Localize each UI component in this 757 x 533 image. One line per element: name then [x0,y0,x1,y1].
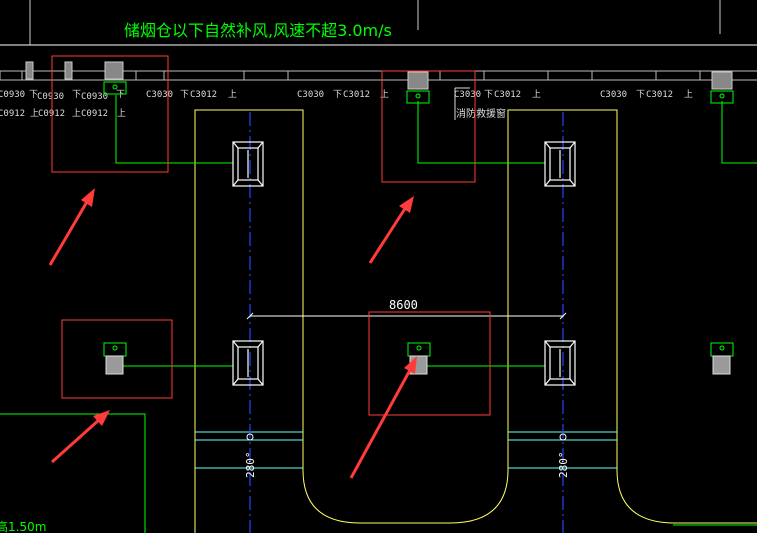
svg-text:上: 上 [380,89,389,100]
dimension-value: 8600 [389,298,418,312]
svg-text:下: 下 [333,90,342,100]
axis-angle-label: 280° [557,452,570,479]
red-arrow-icon [50,410,110,464]
cyan-strips [195,431,617,469]
highlight-box [368,311,491,416]
column [25,61,34,80]
air-vent-icon [710,342,734,375]
svg-text:下: 下 [116,90,125,100]
axis-marker [559,433,567,441]
rescue-window-label: 消防救援窗 [456,107,506,120]
svg-text:下: 下 [29,90,38,100]
air-vent-icon [406,90,430,104]
height-label: 高1.50m [0,519,46,533]
highlight-box [61,319,173,399]
svg-text:下: 下 [72,90,81,100]
air-vent-icon [103,342,127,375]
svg-text:C3012: C3012 [494,90,521,100]
air-vent-icon [103,81,127,95]
red-arrow-icon [48,188,95,266]
drawing-title: 储烟仓以下自然补风,风速不超3.0m/s [124,21,392,40]
window-tags-bottom-row: C0912 上 C0912 上 C0912 上 [0,108,126,119]
highlight-box [51,55,169,173]
fan-unit-icon [232,340,264,386]
fan-unit-icon [544,340,576,386]
svg-text:C3030: C3030 [600,90,627,100]
svg-text:上: 上 [684,89,693,100]
svg-text:C3012: C3012 [190,90,217,100]
column [64,61,73,80]
axis-marker [246,433,254,441]
ramp-outline-yellow [194,109,757,533]
svg-text:下: 下 [484,90,493,100]
window-tags-top-row: C0930 下 C0930 下 C0930 下 C3030 下 C3012 上 … [0,89,693,102]
fan-unit-icon [232,141,264,187]
svg-text:C3030: C3030 [297,90,324,100]
svg-text:上: 上 [228,89,237,100]
red-arrow-icon [368,196,414,264]
exterior-wall-band [0,70,757,81]
svg-text:上: 上 [72,108,81,119]
column [407,71,429,90]
svg-text:上: 上 [117,108,126,119]
green-connectors [0,95,757,533]
svg-text:C3012: C3012 [646,90,673,100]
column [104,61,124,80]
svg-text:C0930: C0930 [37,92,64,102]
svg-text:C3030: C3030 [454,90,481,100]
highlight-box [381,70,476,183]
svg-text:C0912: C0912 [81,109,108,119]
dimension-line [246,312,567,320]
svg-text:C3030: C3030 [146,90,173,100]
column [711,71,733,90]
fan-unit-icon [544,141,576,187]
svg-text:上: 上 [30,108,39,119]
svg-text:C0930: C0930 [0,90,25,100]
axis-angle-label: 280° [244,452,257,479]
svg-text:C3012: C3012 [343,90,370,100]
svg-text:C0912: C0912 [0,109,25,119]
svg-text:下: 下 [636,90,645,100]
red-arrow-icon [349,356,417,479]
air-vent-icon [710,90,734,104]
red-highlight-boxes [51,55,491,416]
svg-text:C0930: C0930 [81,92,108,102]
svg-text:上: 上 [532,89,541,100]
svg-text:下: 下 [180,90,189,100]
